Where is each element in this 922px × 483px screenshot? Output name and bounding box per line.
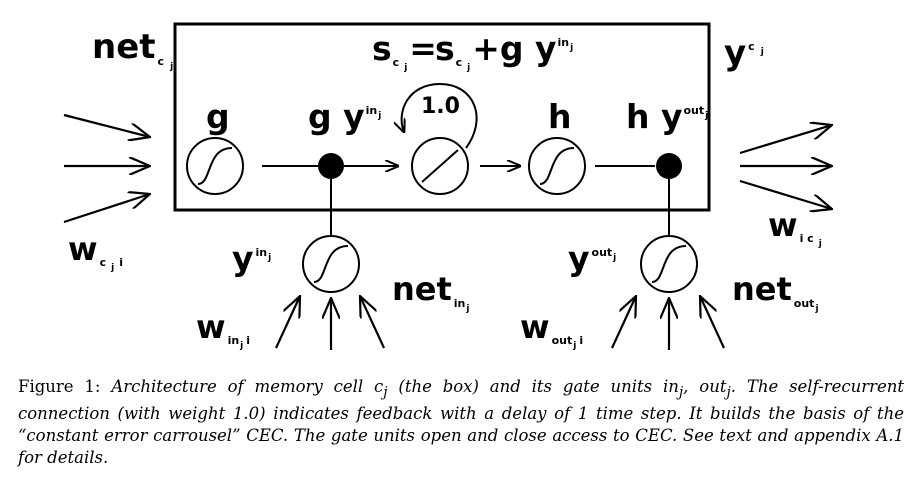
label-self-weight: 1.0	[421, 94, 460, 119]
output-multiplier-node	[656, 153, 682, 179]
memory-cell-box	[173, 22, 711, 212]
sigmoid-icon	[651, 245, 687, 283]
figure-caption: Figure 1: Architecture of memory cell cj…	[18, 376, 904, 469]
output-arrow-1	[739, 125, 832, 155]
input-multiplier-node	[318, 153, 344, 179]
linear-icon	[421, 149, 459, 183]
sigmoid-icon	[313, 245, 349, 283]
input-gate-unit	[302, 235, 360, 293]
sigmoid-icon	[539, 147, 575, 185]
label-g-y-in: g yinj	[308, 97, 381, 136]
sigmoid-icon	[197, 147, 233, 185]
input-arrow-3	[63, 194, 150, 224]
input-gate-in-arrow-3	[360, 296, 385, 349]
output-gate-in-arrow-3	[700, 296, 725, 349]
input-arrow-1	[63, 113, 150, 137]
label-h: h	[548, 97, 572, 136]
label-g: g	[206, 97, 230, 136]
cec-linear-unit	[411, 137, 469, 195]
self-recurrent-loop	[402, 82, 478, 149]
g-squash-unit	[186, 137, 244, 195]
output-arrow-3	[739, 179, 832, 209]
output-gate-unit	[640, 235, 698, 293]
label-h-y-out: h youtj	[626, 97, 708, 136]
output-gate-in-arrow-1	[611, 296, 636, 349]
input-gate-in-arrow-1	[275, 296, 300, 349]
caption-lead: Figure 1:	[18, 377, 112, 396]
caption-text: Architecture of memory cell cj (the box)…	[18, 377, 904, 468]
h-squash-unit	[528, 137, 586, 195]
